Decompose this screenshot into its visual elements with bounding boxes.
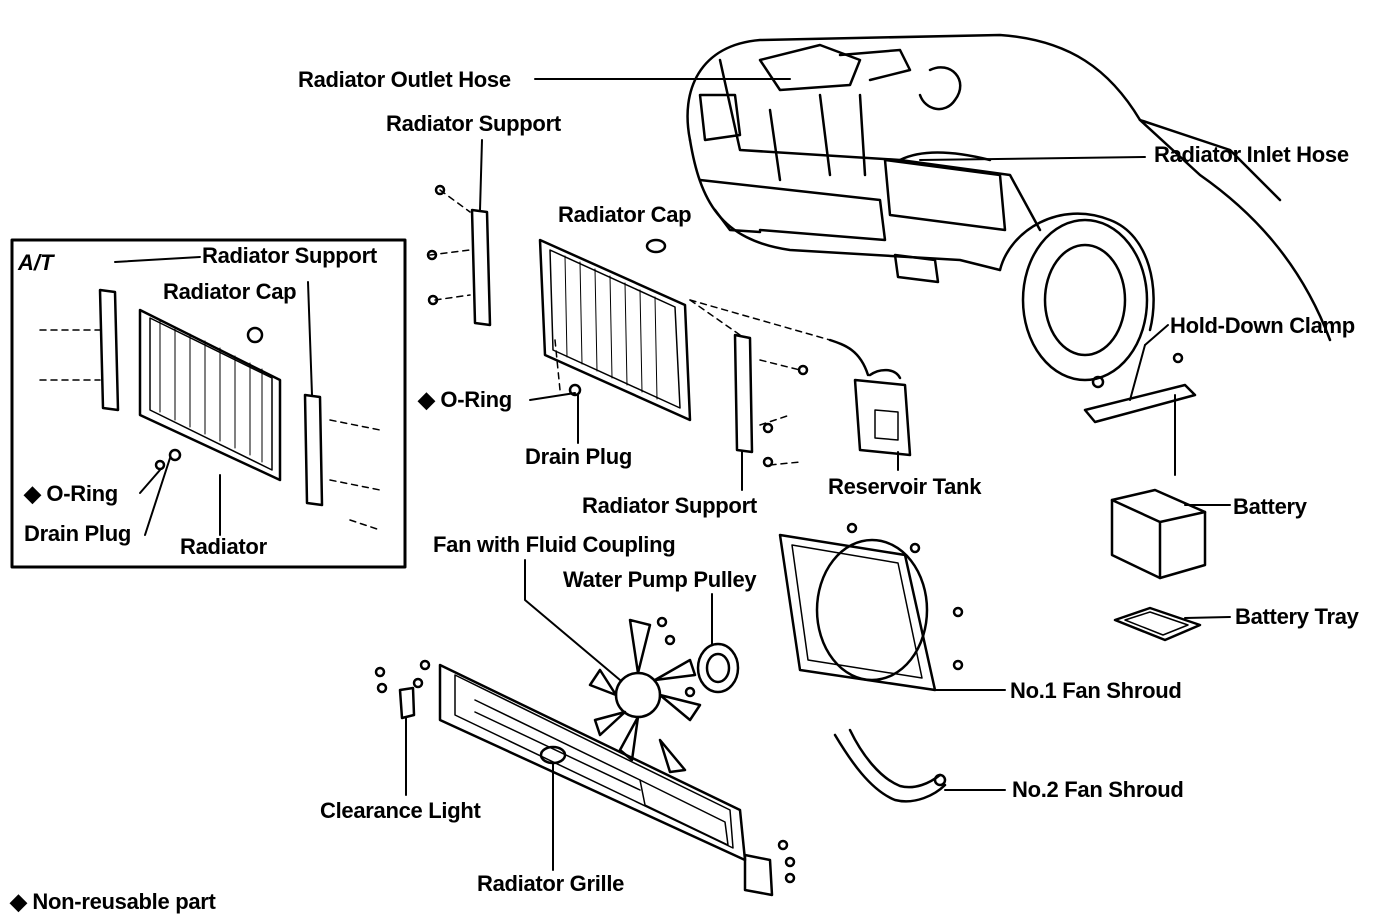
leader-battery-tray: [1184, 616, 1231, 619]
label-battery: Battery: [1233, 494, 1307, 519]
leader-support-top: [479, 139, 483, 211]
label-inset-radiator-cap: Radiator Cap: [163, 279, 297, 304]
radiator-grille-drawing: [374, 659, 796, 897]
label-radiator-outlet-hose: Radiator Outlet Hose: [298, 67, 511, 92]
vehicle-front-drawing: [686, 33, 1332, 382]
label-drain-plug: Drain Plug: [525, 444, 633, 469]
inset-frame: [10, 238, 407, 569]
label-reservoir-tank: Reservoir Tank: [828, 474, 982, 499]
label-inset-radiator-support: Radiator Support: [202, 243, 377, 268]
label-inset-drain-plug: Drain Plug: [24, 521, 132, 546]
main-radiator-drawing: [426, 184, 831, 468]
leader-oring: [529, 392, 576, 401]
label-inset-radiator: Radiator: [180, 534, 267, 559]
label-o-ring: ◆ O-Ring: [418, 387, 512, 412]
label-radiator-grille: Radiator Grille: [477, 871, 625, 896]
label-radiator-support-top: Radiator Support: [386, 111, 561, 136]
battery-drawing: [1083, 344, 1207, 642]
leader-hold-down-clamp: [1144, 324, 1169, 346]
fan-drawing: [588, 616, 740, 774]
label-inset-o-ring: ◆ O-Ring: [24, 481, 118, 506]
reservoir-tank-drawing: [828, 338, 912, 457]
leader-inset-oring: [139, 469, 161, 494]
leader-fan: [524, 559, 621, 681]
inset-title: A/T: [18, 250, 54, 275]
label-no2-fan-shroud: No.2 Fan Shroud: [1012, 777, 1184, 802]
leader-inset-support: [114, 256, 201, 263]
label-radiator-support-bottom: Radiator Support: [582, 493, 757, 518]
leader-inset-drain: [144, 457, 171, 536]
label-radiator-cap: Radiator Cap: [558, 202, 692, 227]
inset-radiator-drawing: [39, 288, 381, 531]
fan-shroud-1-drawing: [778, 522, 964, 692]
label-radiator-inlet-hose: Radiator Inlet Hose: [1154, 142, 1349, 167]
fan-shroud-2-drawing: [833, 728, 947, 803]
leader-radiator-inlet-hose: [919, 156, 1146, 161]
label-no1-fan-shroud: No.1 Fan Shroud: [1010, 678, 1182, 703]
label-fan-with-fluid-coupling: Fan with Fluid Coupling: [433, 532, 676, 557]
leader-inset-support-2: [307, 281, 313, 396]
label-battery-tray: Battery Tray: [1235, 604, 1359, 629]
label-hold-down-clamp: Hold-Down Clamp: [1170, 313, 1355, 338]
footnote-non-reusable: ◆ Non-reusable part: [10, 889, 216, 914]
label-clearance-light: Clearance Light: [320, 798, 481, 823]
label-water-pump-pulley: Water Pump Pulley: [563, 567, 757, 592]
